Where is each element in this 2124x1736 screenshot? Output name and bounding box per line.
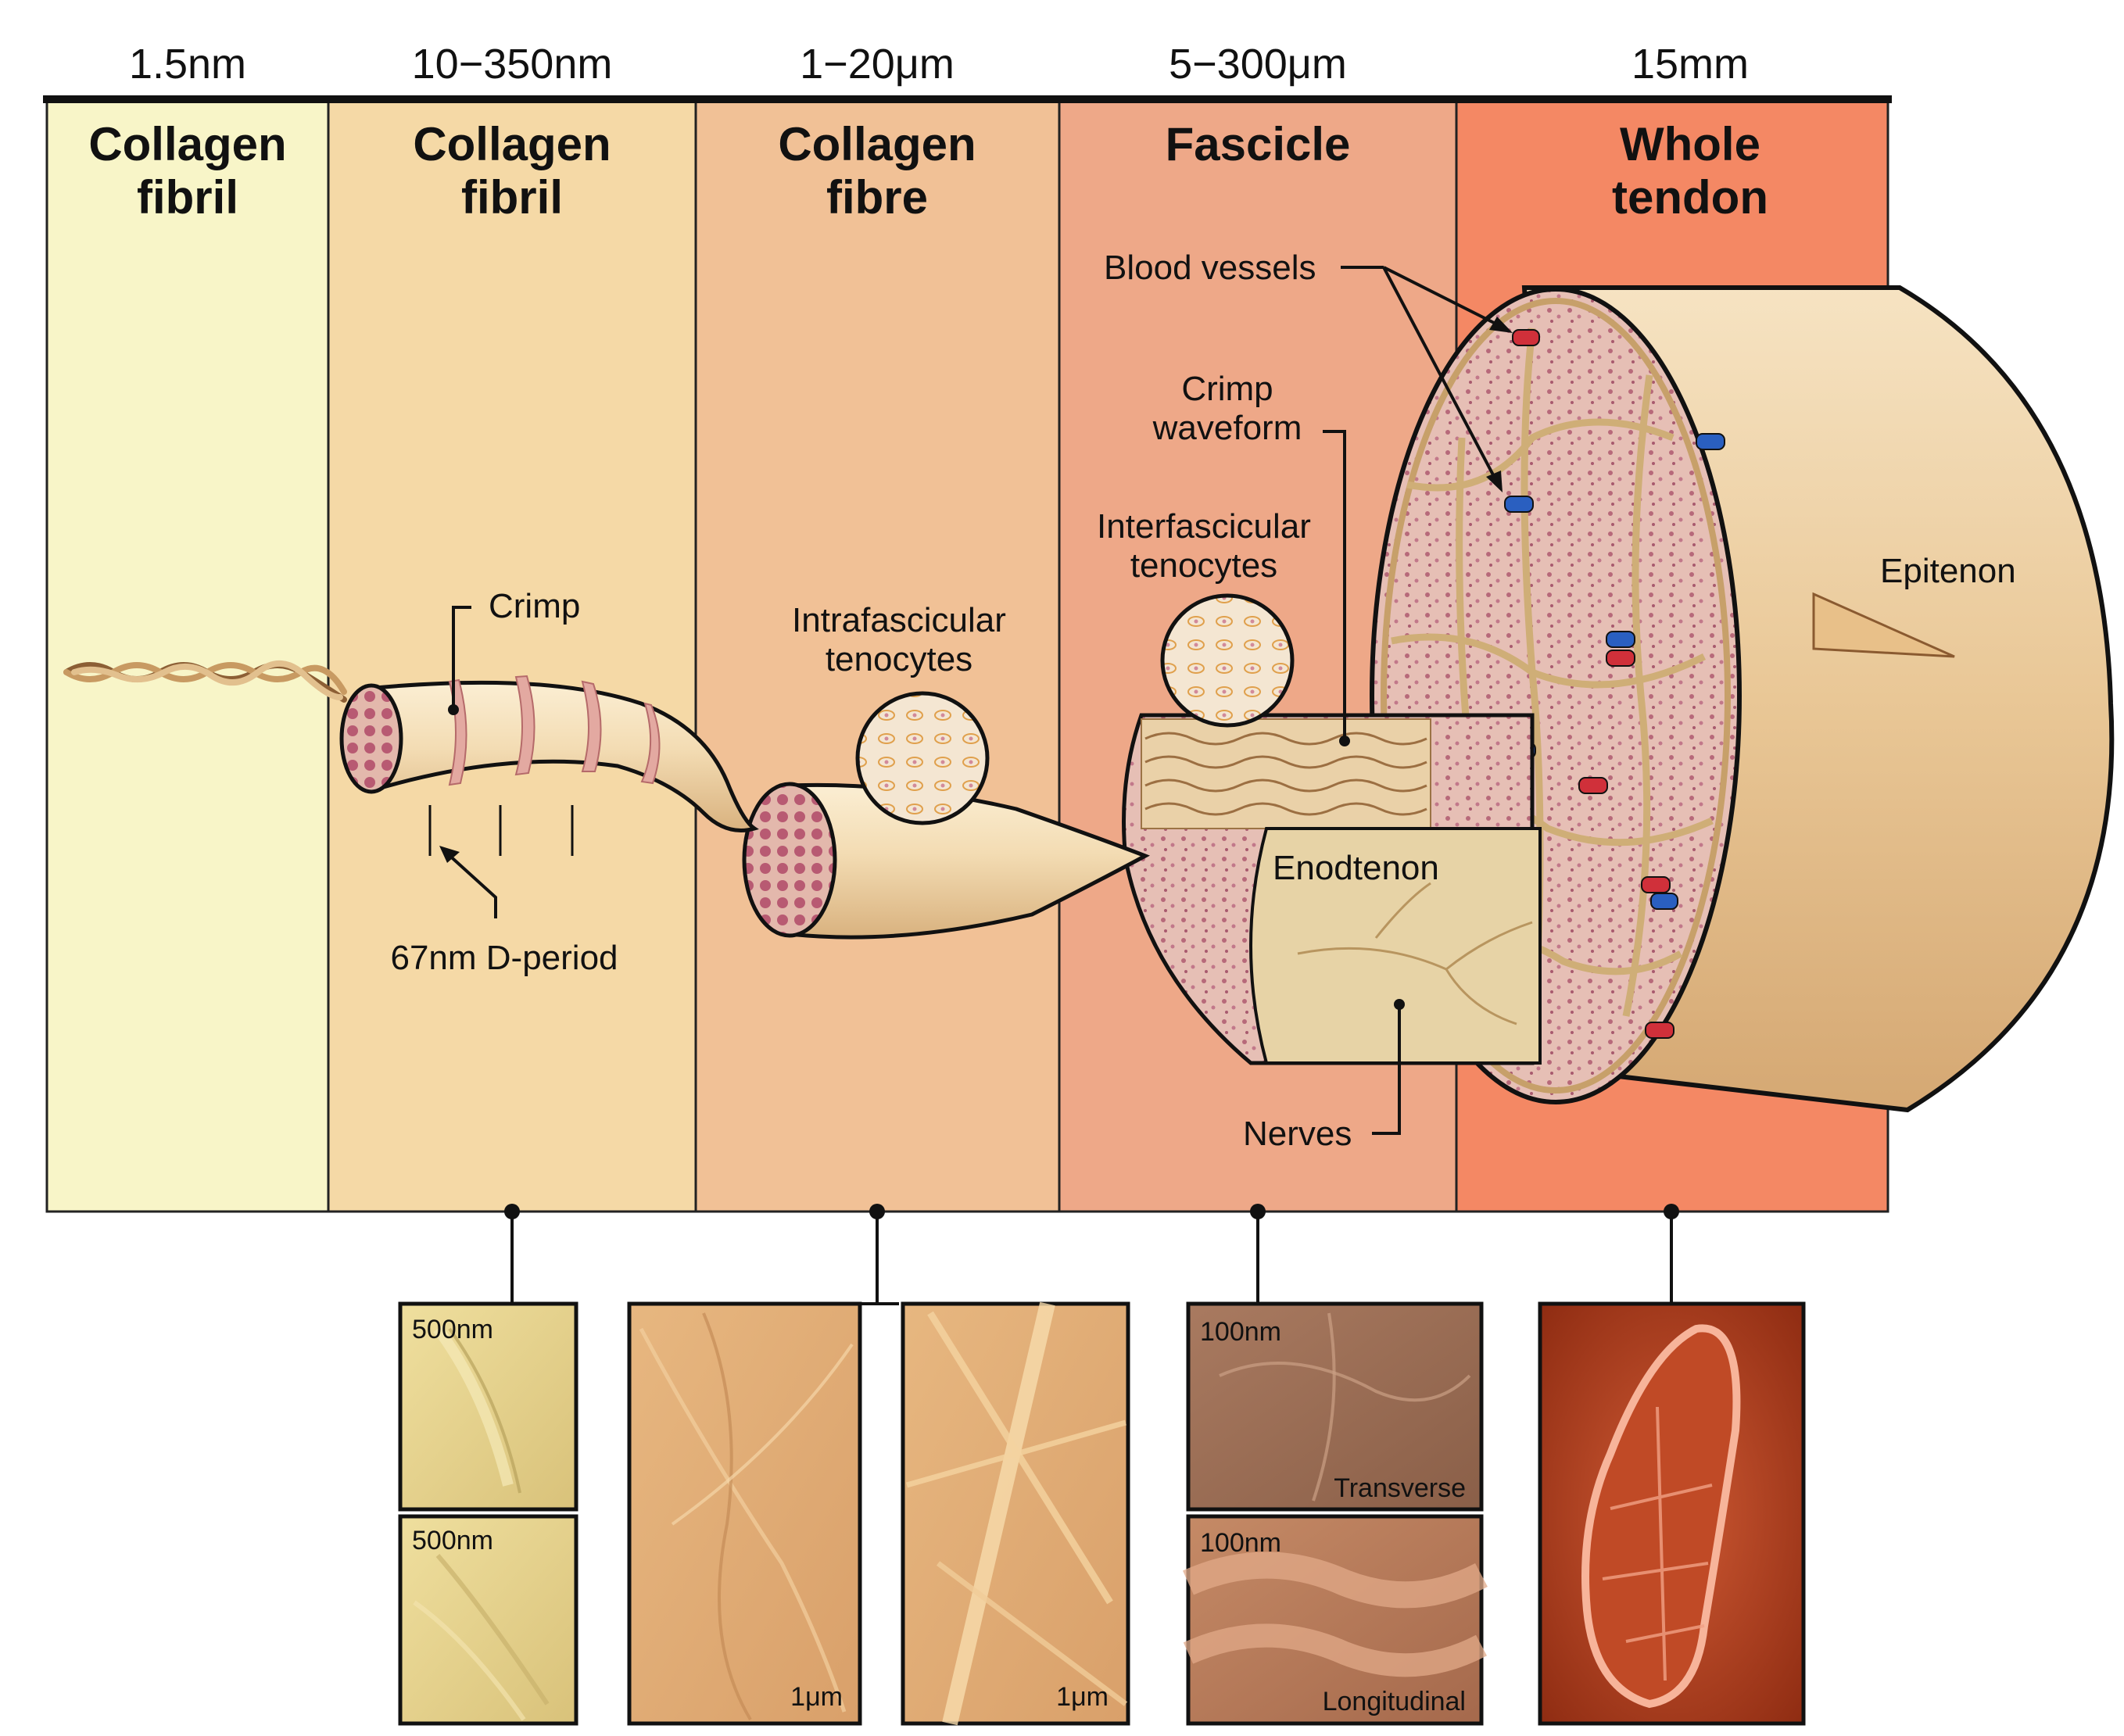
endotenon-sheath bbox=[1249, 827, 1542, 1065]
micrograph-fibre-right: 1μm bbox=[901, 1301, 1130, 1726]
blood-vessels-arrow-a bbox=[1489, 317, 1513, 333]
d-period-ticks bbox=[428, 805, 574, 856]
scale-label-2: 10−350nm bbox=[412, 41, 613, 88]
intrafascicular-label-2: tenocytes bbox=[826, 640, 972, 678]
panel-title-5b: tendon bbox=[1612, 171, 1768, 224]
collagen-fibre bbox=[742, 782, 1150, 940]
intrafascicular-label-1: Intrafascicular bbox=[792, 601, 1006, 639]
vessel-red bbox=[1645, 1022, 1674, 1039]
panel-titles: Collagen fibril Collagen fibril Collagen… bbox=[88, 118, 1768, 224]
micrograph-whole-tendon bbox=[1538, 1301, 1806, 1726]
d-period-leader bbox=[444, 850, 497, 918]
diagram-labels: Crimp 67nm D-period Intrafascicular teno… bbox=[390, 249, 2015, 1153]
crimp-waveform-leader bbox=[1323, 430, 1346, 739]
nerves-leader bbox=[1372, 1008, 1401, 1135]
micrograph-fibre-left: 1μm bbox=[627, 1301, 862, 1726]
panel-title-1b: fibril bbox=[137, 171, 238, 224]
scale-label-5: 15mm bbox=[1632, 41, 1749, 88]
d-period-label: 67nm D-period bbox=[390, 939, 618, 977]
crimp-bands bbox=[448, 675, 661, 786]
crimp-waveform-dot bbox=[1339, 736, 1350, 746]
crimp-wave-lines bbox=[1144, 732, 1427, 816]
endotenon-label: Enodtenon bbox=[1273, 849, 1439, 887]
interfascicular-label-2: tenocytes bbox=[1130, 546, 1277, 585]
micrograph-scale: 1μm bbox=[1056, 1682, 1109, 1712]
epitenon-spike bbox=[1812, 592, 1955, 658]
micrograph-fascicle-transverse: 100nm Transverse bbox=[1186, 1301, 1484, 1512]
nerves bbox=[1297, 882, 1533, 1025]
crimp-leader-dot bbox=[448, 704, 459, 715]
nerves-leader-dot bbox=[1394, 999, 1405, 1010]
micrograph-scale: 100nm bbox=[1200, 1317, 1281, 1347]
vessel-blue bbox=[1650, 893, 1678, 910]
panel-title-2a: Collagen bbox=[413, 118, 611, 170]
intrafascicular-inset bbox=[855, 691, 990, 825]
crimp-waveform-label-2: waveform bbox=[1152, 409, 1302, 447]
vessel-red bbox=[1578, 777, 1608, 794]
vessel-blue bbox=[1606, 631, 1635, 648]
fibre-cross-section bbox=[742, 782, 837, 938]
panel-bg-2 bbox=[327, 100, 697, 1213]
panel-title-2b: fibril bbox=[461, 171, 563, 224]
panel-bg-1 bbox=[45, 100, 330, 1213]
micrograph-scale: 500nm bbox=[412, 1315, 493, 1344]
interfascicular-label-1: Interfascicular bbox=[1097, 507, 1311, 546]
d-period-arrow bbox=[439, 846, 460, 863]
whole-tendon bbox=[1370, 285, 2115, 1113]
blood-vessels-leader-a bbox=[1383, 266, 1506, 330]
panel-title-5a: Whole bbox=[1620, 118, 1760, 170]
vessel-blue bbox=[1696, 433, 1725, 450]
interfascicular-inset bbox=[1160, 593, 1295, 728]
epitenon-ring bbox=[1381, 298, 1731, 1094]
scale-label-4: 5−300μm bbox=[1169, 41, 1347, 88]
leader-lines bbox=[439, 266, 1513, 1135]
fibril-cross-section bbox=[339, 683, 403, 794]
crimp-label: Crimp bbox=[489, 587, 580, 625]
vessel-blue bbox=[1504, 496, 1534, 513]
micrograph-scale: 100nm bbox=[1200, 1528, 1281, 1558]
tenocyte-insets bbox=[855, 593, 1295, 825]
scale-label-3: 1−20μm bbox=[800, 41, 955, 88]
vessel-red bbox=[1641, 876, 1671, 893]
blood-vessels-leader-b bbox=[1382, 267, 1499, 483]
collagen-fibril-tube bbox=[339, 675, 759, 856]
blood-vessels-arrow-b bbox=[1486, 471, 1503, 492]
micrograph-scale: 500nm bbox=[412, 1526, 493, 1555]
micrographs: 500nm 500nm 1μm 1μm 1 bbox=[398, 1301, 1806, 1726]
vessel-red bbox=[1512, 329, 1540, 346]
blood-vessels-label: Blood vessels bbox=[1104, 249, 1316, 287]
micrograph-fibril-bottom: 500nm bbox=[398, 1514, 578, 1726]
fascicle bbox=[1122, 713, 1542, 1065]
crimp-leader bbox=[452, 606, 471, 707]
scale-bar bbox=[43, 95, 1892, 103]
triple-helix bbox=[63, 660, 347, 703]
epitenon-label: Epitenon bbox=[1880, 552, 2016, 590]
panel-title-3b: fibre bbox=[826, 171, 928, 224]
panel-title-1a: Collagen bbox=[88, 118, 286, 170]
crimp-waveform-label-1: Crimp bbox=[1181, 370, 1273, 408]
micrograph-scale: 1μm bbox=[790, 1682, 843, 1712]
micrograph-view: Longitudinal bbox=[1323, 1687, 1466, 1716]
panel-title-4a: Fascicle bbox=[1166, 118, 1351, 170]
nerves-label: Nerves bbox=[1243, 1115, 1352, 1153]
micrograph-view: Transverse bbox=[1334, 1473, 1466, 1503]
scale-labels: 1.5nm 10−350nm 1−20μm 5−300μm 15mm bbox=[129, 41, 1749, 88]
micrograph-connectors bbox=[504, 1204, 1679, 1305]
vessel-red bbox=[1606, 650, 1635, 667]
panel-title-3a: Collagen bbox=[778, 118, 976, 170]
scale-label-1: 1.5nm bbox=[129, 41, 246, 88]
micrograph-fibril-top: 500nm bbox=[398, 1301, 578, 1512]
micrograph-fascicle-longitudinal: 100nm Longitudinal bbox=[1183, 1514, 1488, 1726]
